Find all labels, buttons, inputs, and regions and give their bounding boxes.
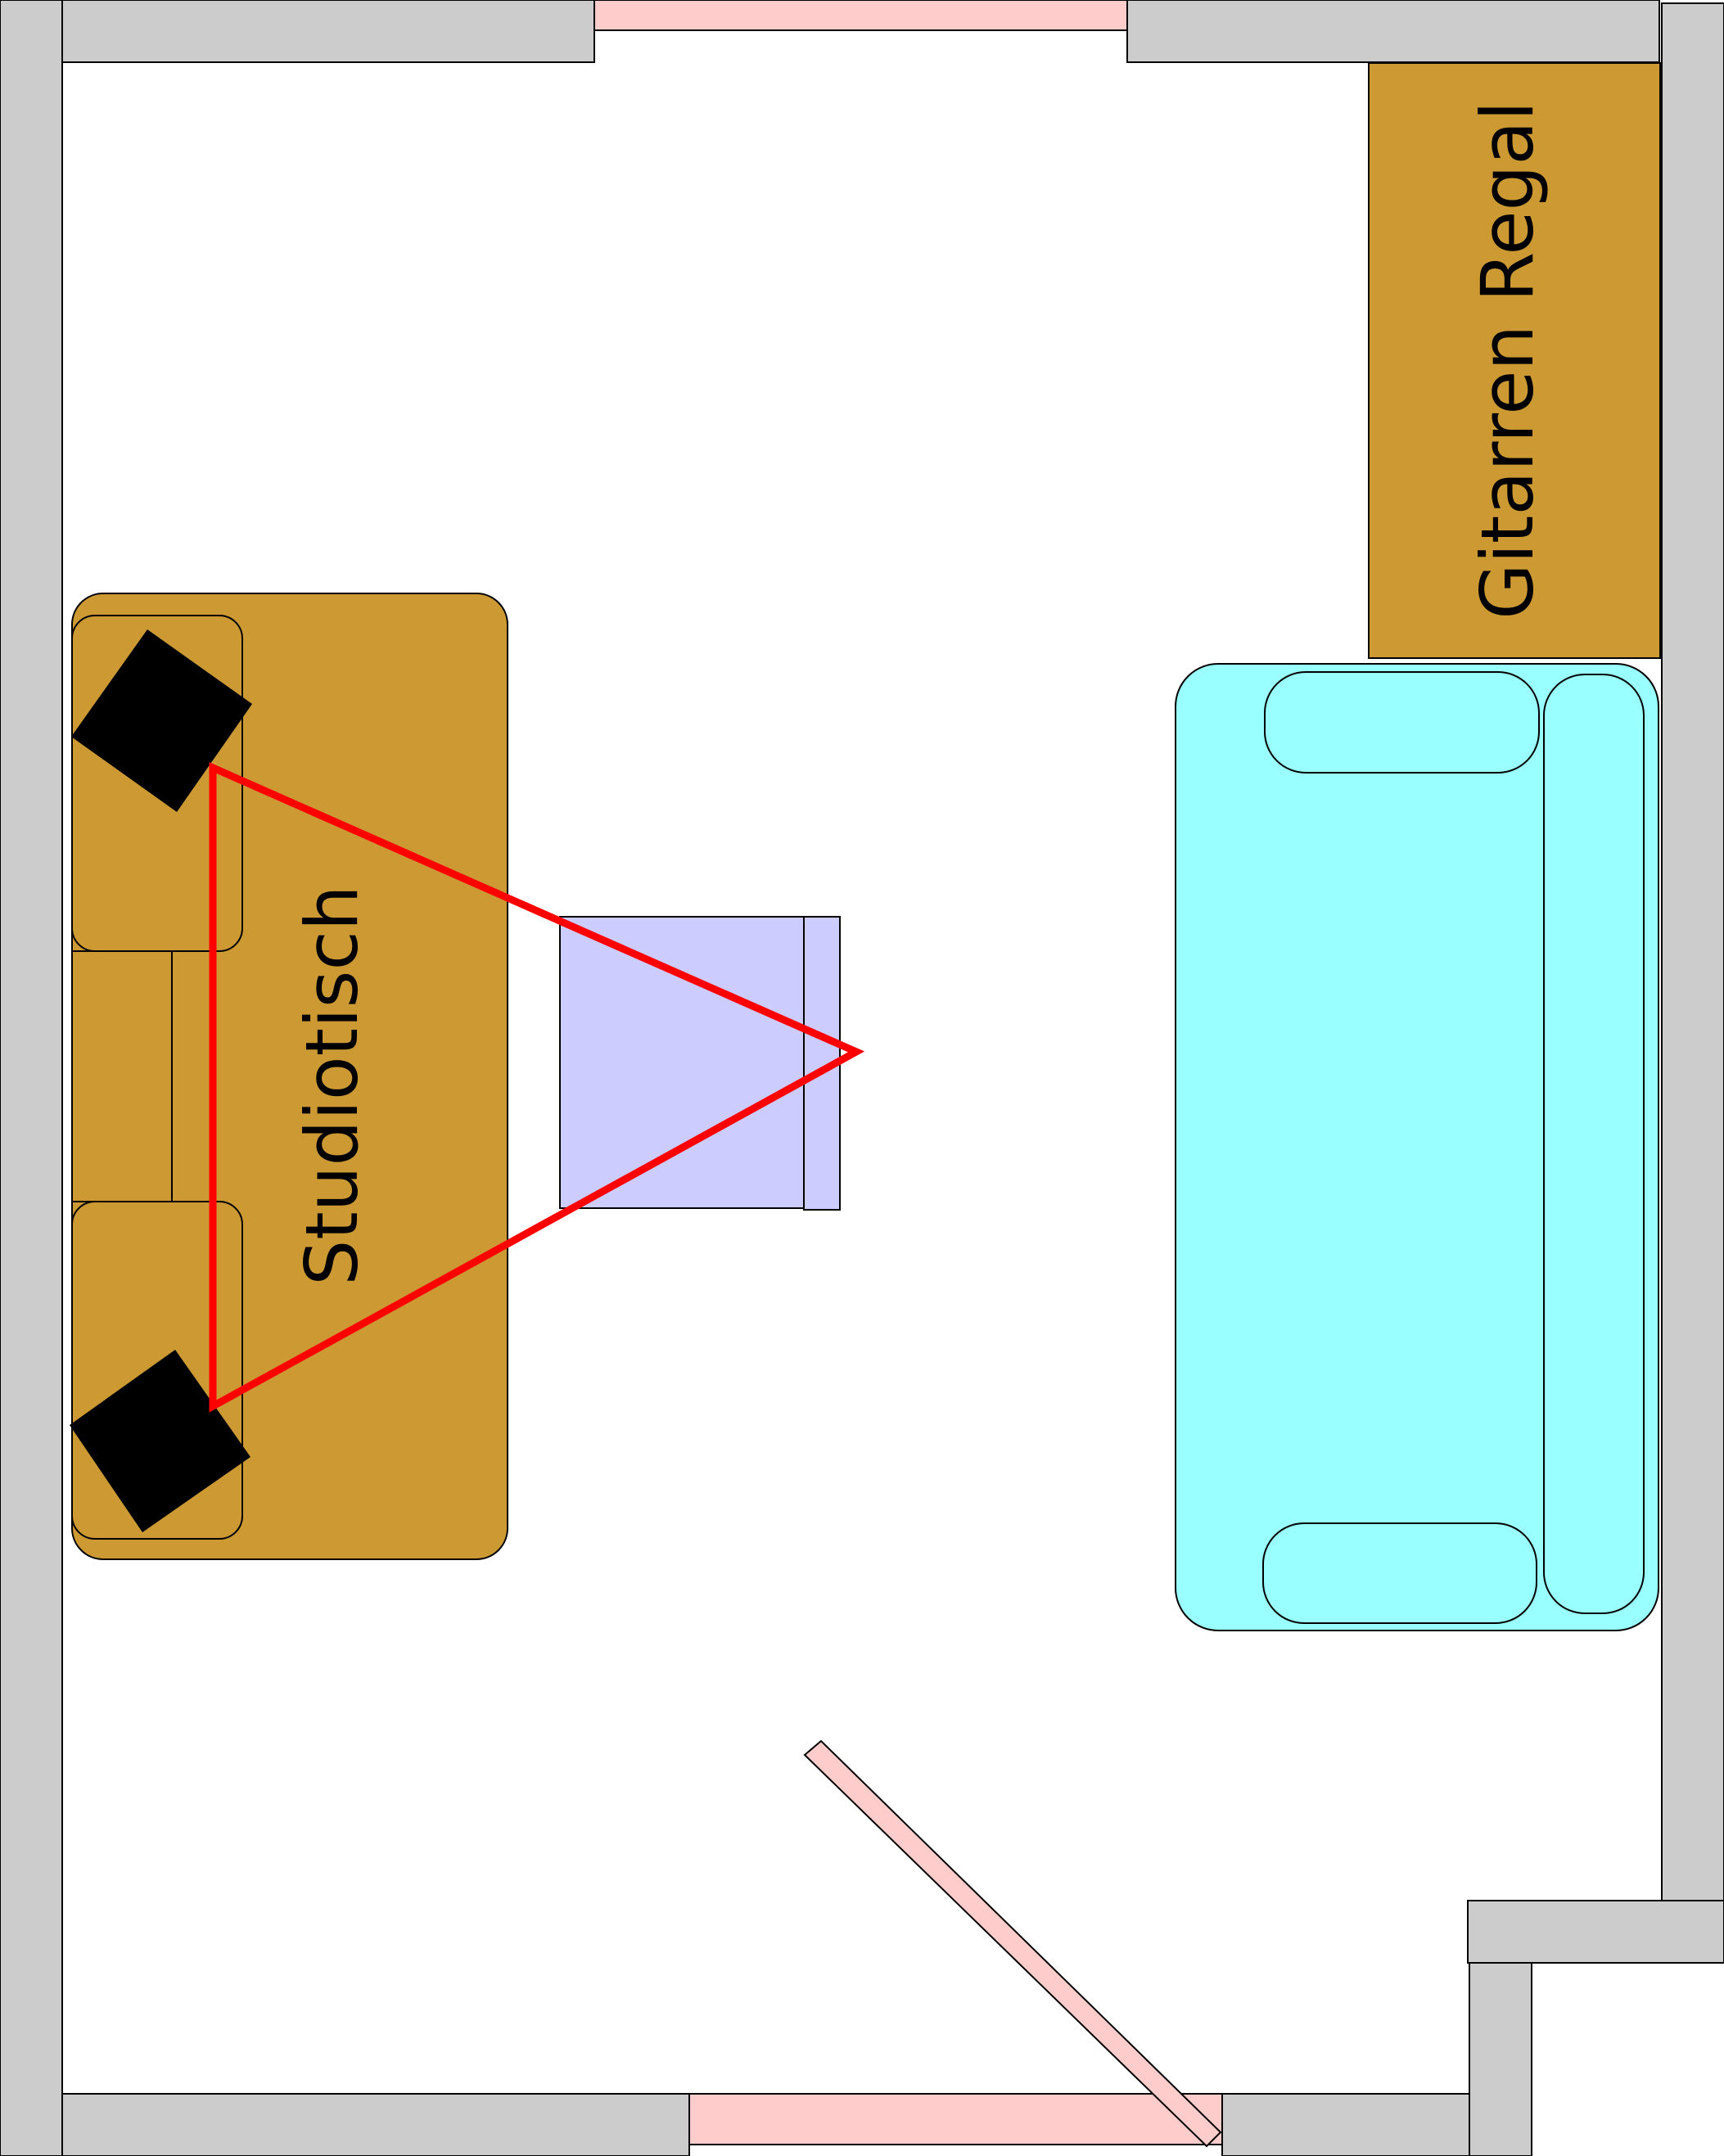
door-leaf[interactable] [803, 1739, 1222, 2148]
wall-right-pillar [1469, 1962, 1532, 2156]
studio-desk-label: Studiotisch [290, 885, 374, 1285]
guitar-shelf: Gitarren Regal [1368, 62, 1661, 659]
wall-top-right [1126, 0, 1660, 63]
window-bottom [688, 2093, 1223, 2145]
sofa-cushion-top [1264, 671, 1540, 774]
sofa-body [1175, 663, 1659, 1631]
chair [559, 916, 841, 1211]
wall-right [1661, 2, 1724, 1901]
desk-lower-module [71, 1201, 243, 1540]
wall-left [0, 0, 63, 2156]
chair-seat [559, 916, 805, 1209]
sofa-backrest [1543, 674, 1645, 1614]
guitar-shelf-body [1368, 62, 1661, 659]
wall-right-ledge [1467, 1900, 1724, 1964]
window-top [593, 0, 1128, 31]
speaker-bottom [70, 1350, 250, 1532]
studio-desk [71, 593, 508, 1560]
sofa-cushion-bottom [1262, 1522, 1537, 1624]
speaker-top [71, 629, 252, 812]
sofa [1175, 663, 1659, 1631]
wall-bottom-left [61, 2093, 690, 2156]
openings [593, 0, 1223, 2148]
wall-top-left [61, 0, 595, 63]
wall-bottom-right [1221, 2093, 1470, 2156]
guitar-shelf-label: Gitarren Regal [1465, 101, 1550, 619]
speakers [70, 629, 252, 1532]
listening-triangle [209, 762, 865, 1413]
